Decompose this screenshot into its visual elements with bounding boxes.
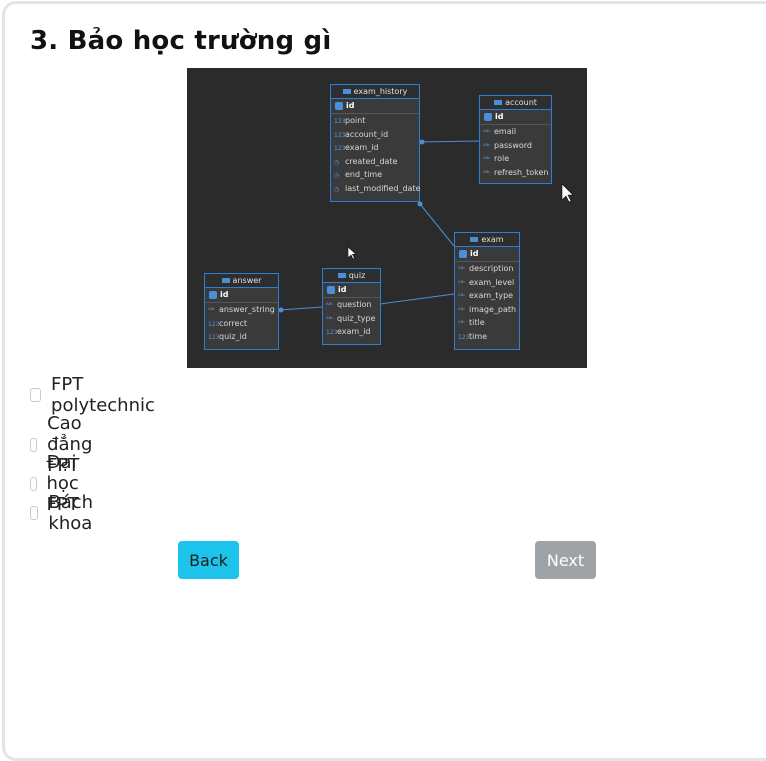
primary-key: id (220, 290, 229, 299)
key-icon (484, 112, 492, 121)
key-icon (209, 290, 217, 299)
er-diagram-image: exam_history id 123point 123account_id 1… (187, 68, 587, 368)
column-row: 123exam_id (334, 143, 379, 153)
table-name: account (505, 98, 537, 107)
primary-key: id (338, 285, 347, 294)
table-name: exam (481, 235, 504, 244)
option-checkbox[interactable] (30, 506, 39, 520)
key-icon (335, 101, 343, 110)
option-checkbox[interactable] (30, 476, 37, 491)
back-button[interactable]: Back (178, 541, 239, 579)
primary-key: id (470, 249, 479, 258)
option-label: Đại học FPT (46, 452, 79, 515)
option-1[interactable]: FPT polytechnic (30, 374, 158, 416)
column-row: 123account_id (334, 129, 389, 139)
question-title: 3. Bảo học trường gì (30, 26, 332, 56)
option-4[interactable]: Bách khoa (30, 492, 99, 534)
cursor-icon (561, 183, 574, 203)
table-name: exam_history (353, 87, 408, 96)
option-2[interactable]: Cao đẳng FPT (30, 413, 99, 476)
diagram-connectors (278, 139, 574, 313)
column-row: 123point (334, 116, 366, 125)
column-row: 123quiz_id (208, 332, 247, 342)
key-icon (327, 285, 335, 294)
primary-key: id (346, 101, 355, 110)
column-row: ◷last_modified_date (334, 183, 421, 193)
option-label: FPT polytechnic (51, 374, 155, 416)
cursor-icon (347, 246, 357, 260)
column-row: ◷created_date (334, 156, 398, 166)
table-name: quiz (348, 271, 366, 280)
column-row: ◷end_time (334, 170, 383, 180)
next-button[interactable]: Next (535, 541, 596, 579)
column-row: 123exam_id (326, 327, 371, 337)
column-row: 123correct (208, 318, 248, 328)
option-3[interactable]: Đại học FPT (30, 452, 86, 515)
option-checkbox[interactable] (30, 437, 38, 452)
column-row: 123time (458, 331, 488, 341)
table-exam_history: exam_history id 123point 123account_id 1… (330, 84, 421, 202)
table-name: answer (232, 276, 262, 285)
option-label: Cao đẳng FPT (47, 413, 93, 476)
option-checkbox[interactable] (30, 388, 42, 402)
key-icon (459, 249, 467, 258)
option-label: Bách khoa (48, 492, 94, 534)
primary-key: id (495, 112, 504, 121)
